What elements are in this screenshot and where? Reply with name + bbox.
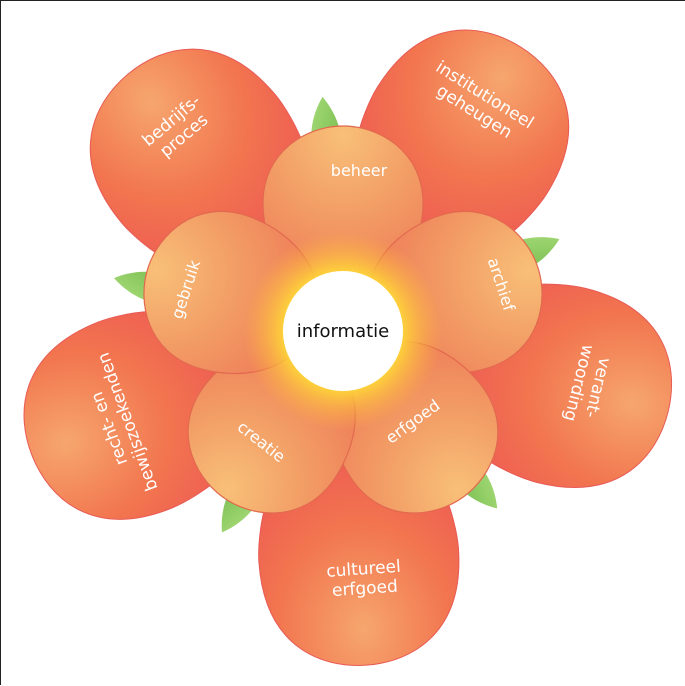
center-label: informatie bbox=[297, 321, 390, 342]
center-layer: informatie bbox=[243, 231, 443, 431]
center-disc bbox=[283, 271, 403, 391]
outer-label-line: erfgoed bbox=[331, 577, 398, 602]
outer-label-cultureel-erfgoed: cultureelerfgoed bbox=[326, 557, 403, 602]
inner-label-beheer: beheer bbox=[331, 161, 388, 180]
